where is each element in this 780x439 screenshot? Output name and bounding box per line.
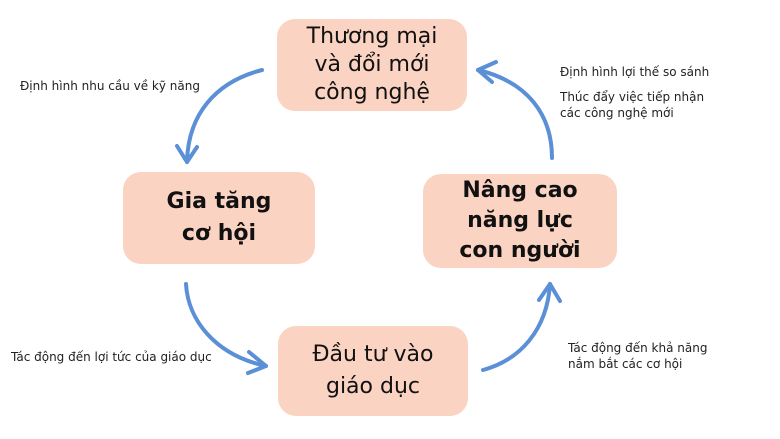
label-line: các công nghệ mới bbox=[560, 106, 674, 120]
edge-label-education-returns: Tác động đến lợi tức của giáo dục bbox=[11, 350, 212, 364]
arrow-capacity-to-trade bbox=[476, 68, 554, 160]
edge-label-technology-adoption: Thúc đẩy việc tiếp nhận các công nghệ mớ… bbox=[560, 89, 704, 121]
arrow-opportunity-to-education bbox=[184, 282, 268, 368]
label-line: nắm bắt các cơ hội bbox=[568, 357, 683, 371]
node-line: Gia tăng bbox=[166, 189, 272, 214]
node-line: Đầu tư vào bbox=[312, 342, 434, 367]
node-line: công nghệ bbox=[314, 80, 430, 105]
label-line: Thúc đẩy việc tiếp nhận bbox=[560, 90, 705, 104]
node-line: cơ hội bbox=[181, 221, 257, 246]
node-line: và đổi mới bbox=[314, 52, 430, 77]
arrow-trade-to-opportunity bbox=[185, 68, 264, 164]
node-human-capacity: Nâng cao năng lực con người bbox=[423, 174, 617, 268]
node-line: năng lực bbox=[467, 208, 573, 233]
arrow-education-to-capacity bbox=[481, 282, 552, 372]
edge-label-skill-demand: Định hình nhu cầu về kỹ năng bbox=[20, 79, 200, 93]
node-line: Thương mại bbox=[306, 24, 438, 49]
edge-label-comparative-advantage: Định hình lợi thế so sánh bbox=[560, 65, 710, 79]
node-line: Nâng cao bbox=[462, 178, 578, 203]
edge-label-capture-opportunity: Tác động đến khả năng nắm bắt các cơ hội bbox=[568, 340, 707, 372]
node-line: con người bbox=[459, 238, 581, 263]
node-increase-opportunity: Gia tăng cơ hội bbox=[123, 172, 315, 264]
node-line: giáo dục bbox=[325, 374, 420, 399]
node-invest-education: Đầu tư vào giáo dục bbox=[278, 326, 468, 416]
node-trade-innovation: Thương mại và đổi mới công nghệ bbox=[277, 19, 467, 111]
label-line: Tác động đến khả năng bbox=[568, 341, 708, 355]
